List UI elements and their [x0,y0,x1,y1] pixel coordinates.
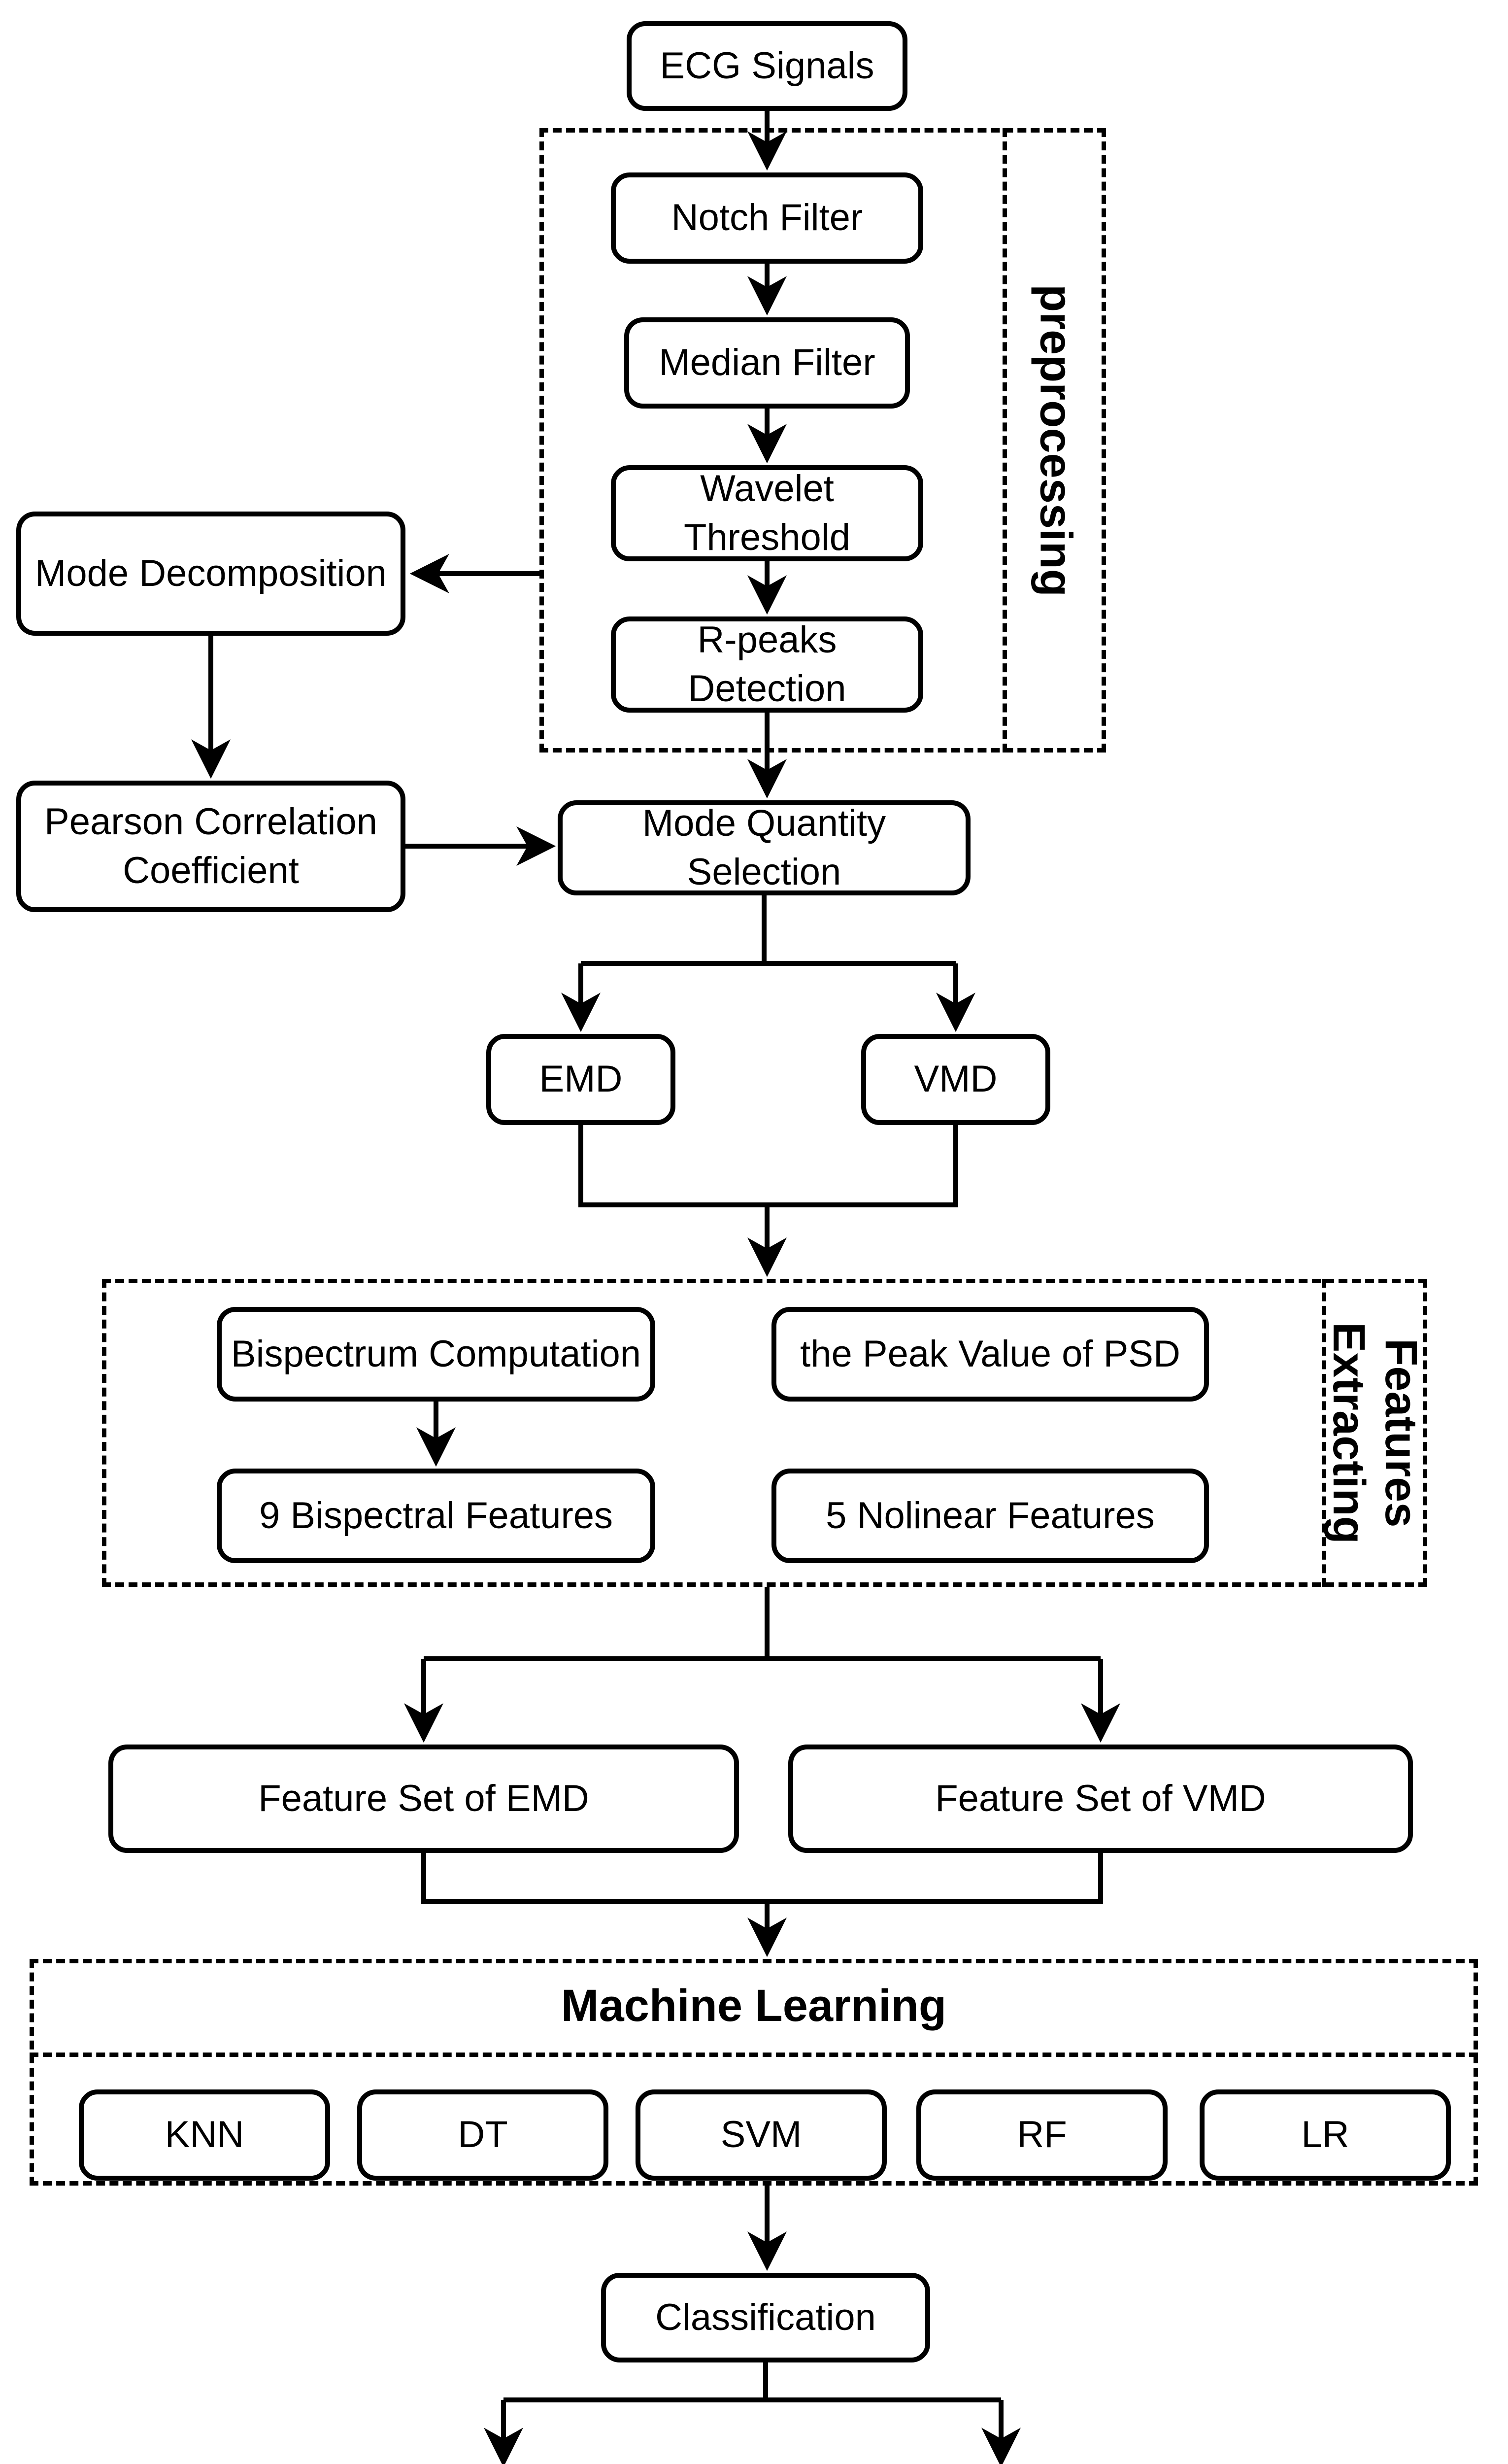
node-bispectral-features: 9 Bispectral Features [217,1469,655,1563]
node-mode-quantity-selection: Mode Quantity Selection [558,800,971,895]
node-wavelet-threshold: Wavelet Threshold [611,465,923,561]
node-lr: LR [1200,2089,1451,2181]
split-classification [503,2362,1001,2402]
node-ecg-signals: ECG Signals [627,21,907,111]
node-peak-value-of-psd: the Peak Value of PSD [771,1307,1209,1402]
node-vmd: VMD [861,1034,1050,1125]
merge-emd-vmd [578,1125,958,1207]
node-median-filter: Median Filter [624,317,910,409]
features-extracting-group-label: Features Extracting [1324,1322,1426,1544]
node-bispectrum-computation: Bispectrum Computation [217,1307,655,1402]
node-nolinear-features: 5 Nolinear Features [771,1469,1209,1563]
split-features-exit [424,1587,1101,1661]
node-svm: SVM [636,2089,887,2181]
machine-learning-group-divider [30,2053,1478,2057]
node-rf: RF [916,2089,1168,2181]
node-pearson-correlation: Pearson Correlation Coefficient [16,781,405,912]
node-mode-decomposition: Mode Decomposition [16,512,405,636]
features-extracting-group-divider [1322,1279,1326,1587]
node-feature-set-vmd: Feature Set of VMD [788,1745,1413,1853]
node-notch-filter: Notch Filter [611,172,923,264]
node-dt: DT [357,2089,608,2181]
node-rpeaks-detection: R-peaks Detection [611,616,923,713]
node-knn: KNN [79,2089,330,2181]
node-classification: Classification [601,2273,930,2362]
merge-feature-sets [421,1853,1103,1904]
machine-learning-group-label: Machine Learning [561,1980,947,2031]
node-feature-set-emd: Feature Set of EMD [108,1745,739,1853]
node-emd: EMD [486,1034,675,1125]
preprocessing-group-label: preprocessing [1031,284,1081,597]
split-mode-quantity [581,895,956,966]
preprocessing-group-divider [1003,128,1007,753]
